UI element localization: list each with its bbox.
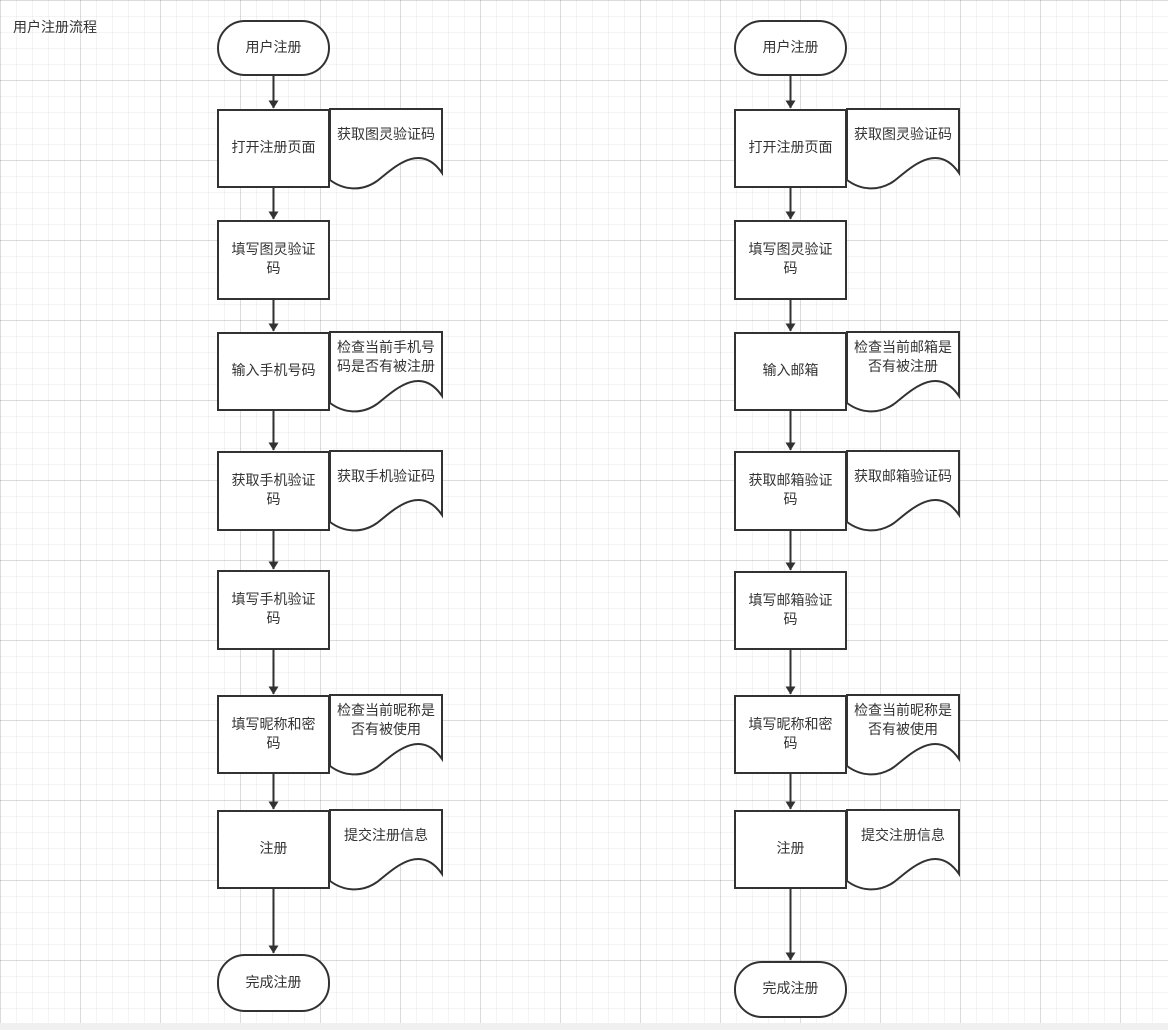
bottom-bar: [0, 1023, 1168, 1030]
document-note-shape-email-flow-0: [846, 108, 960, 190]
terminal-node-phone-flow-0: 用户注册: [217, 20, 330, 76]
process-node-phone-flow-5: 填写手机验证码: [217, 570, 330, 650]
document-note-shape-phone-flow-3: [329, 694, 443, 776]
process-node-email-flow-3: 输入邮箱: [734, 332, 847, 411]
process-node-email-flow-1: 打开注册页面: [734, 109, 847, 188]
document-note-label-email-flow-4: 提交注册信息: [861, 827, 945, 844]
page-title: 用户注册流程: [13, 20, 97, 36]
document-note-label-phone-flow-1: 检查当前手机号码是否有被注册: [337, 340, 435, 375]
document-note-shape-phone-flow-0: [329, 108, 443, 190]
document-note-label-email-flow-1: 检查当前邮箱是否有被注册: [854, 340, 952, 375]
document-note-label-phone-flow-0: 获取图灵验证码: [337, 126, 435, 143]
process-node-email-flow-2: 填写图灵验证码: [734, 220, 847, 300]
document-note-shape-email-flow-2: [846, 450, 960, 532]
process-node-email-flow-6: 填写昵称和密码: [734, 695, 847, 774]
process-node-phone-flow-4: 获取手机验证码: [217, 451, 330, 531]
document-note-shape-phone-flow-4: [329, 809, 443, 891]
terminal-node-phone-flow-8: 完成注册: [217, 954, 330, 1012]
process-node-phone-flow-3: 输入手机号码: [217, 332, 330, 411]
process-node-email-flow-4: 获取邮箱验证码: [734, 451, 847, 531]
document-note-shape-email-flow-1: [846, 331, 960, 413]
terminal-node-email-flow-0: 用户注册: [734, 20, 847, 76]
terminal-node-email-flow-8: 完成注册: [734, 961, 847, 1018]
document-note-label-phone-flow-4: 提交注册信息: [344, 827, 428, 844]
document-note-label-email-flow-3: 检查当前昵称是否有被使用: [854, 703, 952, 738]
process-node-phone-flow-6: 填写昵称和密码: [217, 695, 330, 774]
document-note-label-phone-flow-3: 检查当前昵称是否有被使用: [337, 703, 435, 738]
document-note-label-phone-flow-2: 获取手机验证码: [337, 468, 435, 485]
document-note-shape-email-flow-4: [846, 809, 960, 891]
document-note-label-email-flow-0: 获取图灵验证码: [854, 126, 952, 143]
process-node-phone-flow-1: 打开注册页面: [217, 109, 330, 188]
document-note-shape-phone-flow-1: [329, 331, 443, 413]
process-node-phone-flow-7: 注册: [217, 810, 330, 889]
document-note-shape-email-flow-3: [846, 694, 960, 776]
process-node-email-flow-5: 填写邮箱验证码: [734, 571, 847, 650]
process-node-phone-flow-2: 填写图灵验证码: [217, 220, 330, 300]
process-node-email-flow-7: 注册: [734, 810, 847, 889]
document-note-shape-phone-flow-2: [329, 450, 443, 532]
document-note-label-email-flow-2: 获取邮箱验证码: [854, 468, 952, 485]
